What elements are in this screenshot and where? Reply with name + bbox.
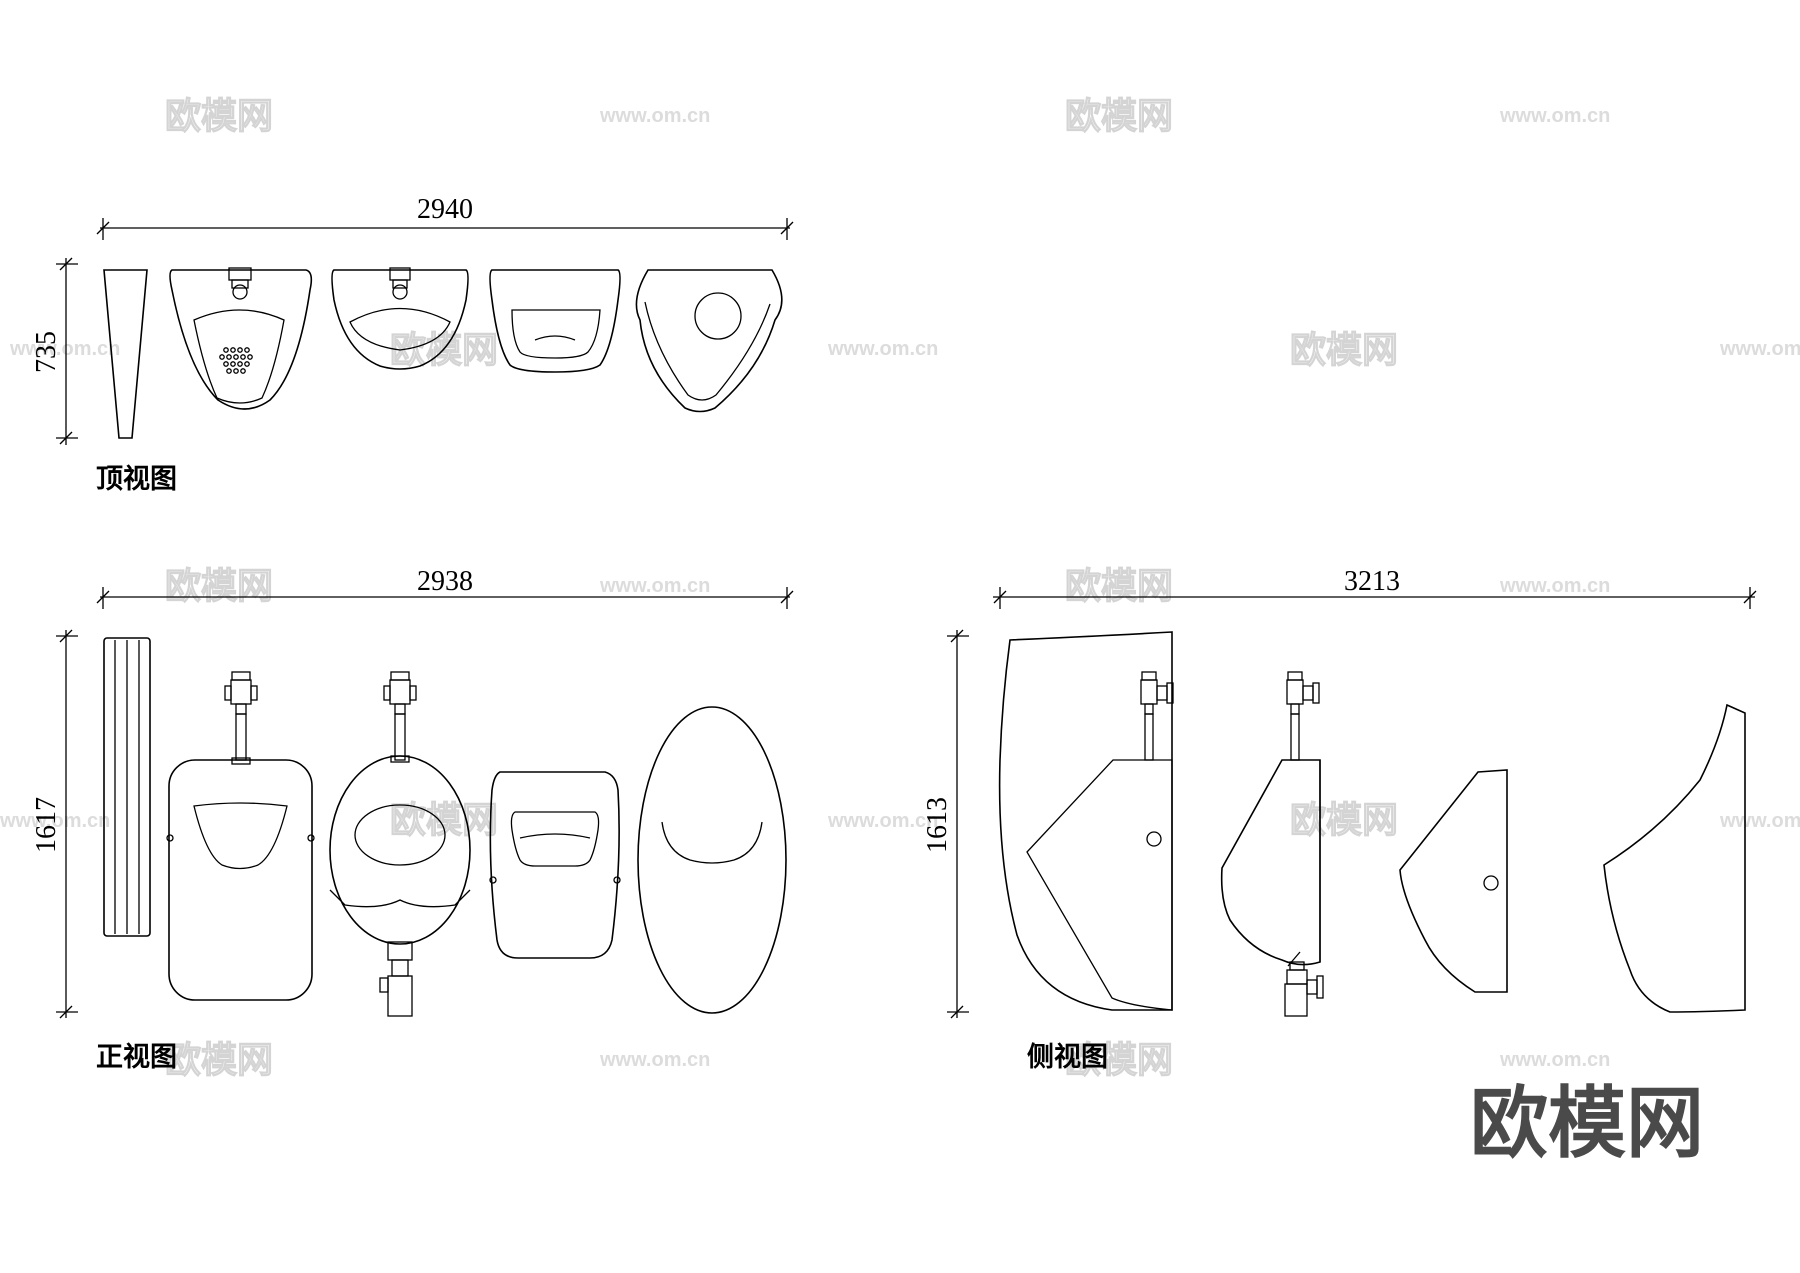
watermark-logo: 欧模网 bbox=[165, 566, 273, 607]
front-width-dimension: 2938 bbox=[96, 566, 794, 609]
front-urinal-square bbox=[489, 771, 621, 959]
watermark-url: www.om.cn bbox=[1499, 1049, 1610, 1071]
watermark-layer: 欧模网 www.om.cn 欧模网 www.om.cn www.om.cn 欧模… bbox=[0, 95, 1800, 1081]
watermark-logo: 欧模网 bbox=[1065, 566, 1173, 607]
watermark-logo: 欧模网 bbox=[390, 800, 498, 841]
front-view: 2938 1617 bbox=[31, 566, 794, 1073]
front-view-label: 正视图 bbox=[96, 1042, 177, 1073]
top-urinal-drain bbox=[169, 267, 313, 410]
side-height-value: 1613 bbox=[922, 797, 953, 853]
watermark-url: www.om.cn bbox=[827, 810, 938, 832]
front-urinal-egg bbox=[637, 706, 787, 1014]
front-urinal-rect bbox=[166, 671, 315, 1001]
top-width-dimension: 2940 bbox=[96, 194, 794, 240]
watermark-logo: 欧模网 bbox=[1290, 330, 1398, 371]
front-width-value: 2938 bbox=[417, 566, 473, 597]
top-view-label: 顶视图 bbox=[96, 464, 177, 495]
watermark-logo: 欧模网 bbox=[165, 96, 273, 137]
watermark-url: www.om.cn bbox=[9, 338, 120, 360]
watermark-logo: 欧模网 bbox=[165, 1040, 273, 1081]
top-height-dimension: 735 bbox=[31, 257, 78, 445]
side-width-value: 3213 bbox=[1344, 566, 1400, 597]
top-urinal-round bbox=[635, 269, 783, 413]
top-urinal-square bbox=[489, 269, 621, 373]
top-height-value: 735 bbox=[31, 331, 62, 373]
watermark-logo: 欧模网 bbox=[1065, 1040, 1173, 1081]
side-height-dimension: 1613 bbox=[922, 629, 969, 1019]
top-urinal-slim bbox=[103, 269, 148, 439]
brand-logo: 欧模网 bbox=[1470, 1079, 1704, 1169]
top-width-value: 2940 bbox=[417, 194, 473, 225]
watermark-url: www.om.cn bbox=[599, 105, 710, 127]
watermark-logo: 欧模网 bbox=[390, 330, 498, 371]
top-urinal-bowl bbox=[331, 267, 469, 370]
side-view: 3213 1613 bbox=[922, 566, 1757, 1073]
side-view-label: 侧视图 bbox=[1027, 1042, 1108, 1073]
watermark-url: www.om.cn bbox=[0, 810, 110, 832]
side-urinal-wedge bbox=[1399, 769, 1508, 993]
watermark-url: www.om.cn bbox=[1719, 338, 1800, 360]
watermark-url: www.om.cn bbox=[827, 338, 938, 360]
front-height-value: 1617 bbox=[31, 797, 62, 853]
side-width-dimension: 3213 bbox=[993, 566, 1757, 609]
front-height-dimension: 1617 bbox=[31, 629, 78, 1019]
side-urinal-curved bbox=[1603, 703, 1746, 1013]
front-urinal-slim bbox=[103, 637, 151, 937]
watermark-url: www.om.cn bbox=[1499, 105, 1610, 127]
top-view: 2940 735 bbox=[31, 194, 794, 495]
drain-holes bbox=[219, 347, 253, 374]
side-urinal-piped bbox=[1220, 671, 1324, 1017]
watermark-logo: 欧模网 bbox=[1290, 800, 1398, 841]
watermark-url: www.om.cn bbox=[599, 1049, 710, 1071]
watermark-url: www.om.cn bbox=[599, 575, 710, 597]
side-urinal-panel bbox=[998, 631, 1174, 1011]
watermark-url: www.om.cn bbox=[1719, 810, 1800, 832]
front-urinal-oval bbox=[329, 671, 471, 1017]
watermark-url: www.om.cn bbox=[1499, 575, 1610, 597]
watermark-logo: 欧模网 bbox=[1065, 96, 1173, 137]
